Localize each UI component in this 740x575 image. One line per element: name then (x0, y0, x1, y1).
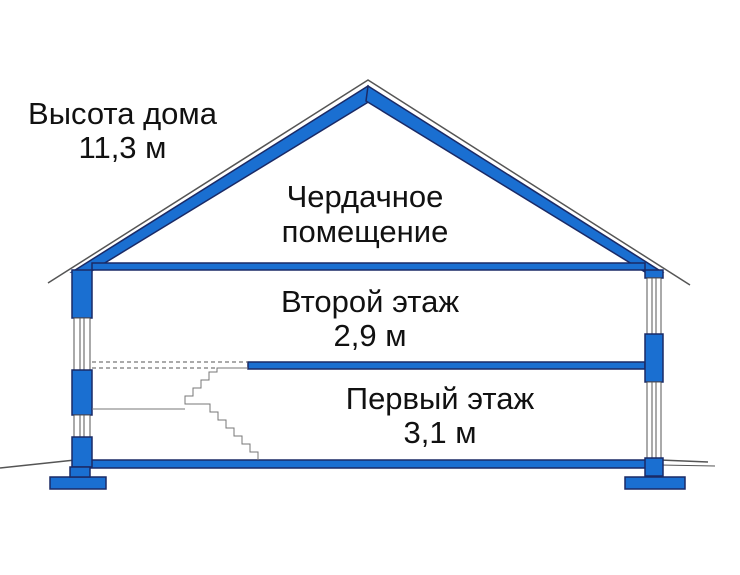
house-height-value: 11,3 м (78, 130, 167, 165)
left-foundation-post (69, 466, 91, 478)
right-wall-bottom (644, 457, 664, 477)
left-wall-window-upper (73, 317, 91, 371)
right-wall-window-lower (646, 381, 662, 459)
stairs-lower-flight (184, 367, 259, 460)
left-wall-bottom (71, 436, 93, 468)
ground-line (0, 459, 76, 469)
roof-outline (47, 79, 691, 286)
ground-line-right (659, 459, 709, 463)
second-floor-name: Второй этаж (280, 284, 460, 319)
right-wall-middle (644, 333, 664, 383)
left-wall-top (71, 269, 93, 319)
right-wall-top (644, 269, 664, 279)
attic-label-line1: Чердачное (286, 179, 444, 214)
attic-label-line2: помещение (281, 214, 449, 249)
house-height-title: Высота дома (28, 96, 217, 131)
first-floor-slab (75, 459, 659, 469)
left-wall-window-lower (73, 414, 91, 438)
right-wall-window-upper (646, 277, 662, 335)
ground-line-right-2 (659, 464, 716, 467)
left-wall-middle (71, 369, 93, 416)
second-floor-slab (247, 361, 646, 370)
first-floor-name: Первый этаж (345, 381, 535, 416)
second-floor-height: 2,9 м (333, 318, 407, 353)
first-floor-height: 3,1 м (403, 415, 477, 450)
right-foundation (624, 476, 686, 490)
left-foundation (49, 476, 107, 490)
attic-floor-slab (91, 262, 646, 271)
